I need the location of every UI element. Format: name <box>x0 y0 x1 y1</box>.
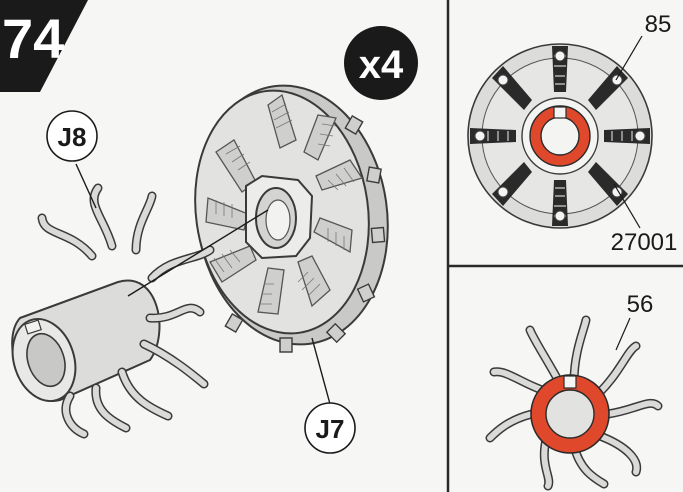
engine-front-view: 85 27001 <box>468 11 677 256</box>
callout-j7: J7 <box>305 338 355 453</box>
ref-27001-label: 27001 <box>611 229 678 256</box>
ref-85-label: 85 <box>645 11 672 38</box>
quantity-badge: x4 <box>344 26 418 100</box>
callout-j8-label: J8 <box>58 122 87 152</box>
step-number: 74 <box>2 7 64 70</box>
callout-j8: J8 <box>47 111 97 208</box>
ref-56-label: 56 <box>627 291 654 318</box>
hub-front-view: 56 <box>490 291 658 486</box>
quantity-label: x4 <box>359 43 404 87</box>
step-number-badge: 74 <box>0 0 88 92</box>
callout-j7-label: J7 <box>316 414 345 444</box>
engine-j7 <box>180 73 404 357</box>
